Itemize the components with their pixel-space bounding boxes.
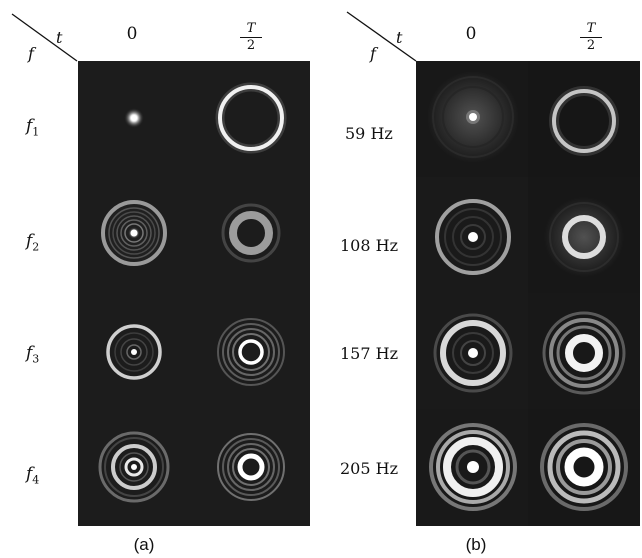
a-f4-thalf	[217, 433, 285, 501]
panel-a-row-label-f4: f4	[26, 464, 40, 487]
panel-a-row-label-f1: f1	[26, 116, 40, 139]
a-f3-thalf	[217, 318, 285, 386]
b-108hz-thalf	[544, 197, 624, 277]
b-59hz-t0	[427, 71, 519, 163]
b-205hz-t0	[429, 423, 517, 511]
panel-b-col-2: 2	[586, 38, 596, 53]
panel-a-rings	[98, 82, 287, 503]
panel-b-image-grid	[416, 61, 640, 526]
panel-a-axis-t: t	[56, 28, 63, 47]
panel-b-caption: (b)	[465, 535, 487, 554]
panel-a-col-half-period: T 2	[236, 22, 266, 53]
a-f2-thalf	[221, 203, 281, 263]
panel-a-axis-f: f	[28, 44, 34, 63]
panel-b-col-0: 0	[465, 24, 477, 44]
panel-b-row-label-59hz: 59 Hz	[345, 124, 393, 143]
panel-b-col-T: T	[586, 21, 596, 36]
a-f2-t0	[101, 200, 167, 266]
a-f3-t0	[106, 324, 162, 380]
panel-b-row-label-205hz: 205 Hz	[340, 459, 399, 478]
b-157hz-thalf	[542, 311, 626, 395]
panel-a-caption: (a)	[133, 535, 155, 554]
panel-b-rings	[416, 61, 640, 526]
panel-a-col-T: T	[246, 21, 256, 36]
a-f1-t0	[124, 108, 144, 128]
panel-b-row-label-157hz: 157 Hz	[340, 344, 399, 363]
b-205hz-thalf	[540, 423, 628, 511]
panel-a-row-label-f3: f3	[26, 343, 40, 366]
a-f1-thalf	[215, 82, 287, 154]
panel-a-row-label-f2: f2	[26, 231, 40, 254]
panel-b-axis-f: f	[370, 44, 376, 63]
panel-a-corner-diagonal	[11, 13, 78, 62]
panel-a-col-0: 0	[126, 24, 138, 44]
panel-b-row-label-108hz: 108 Hz	[340, 236, 399, 255]
a-f4-t0	[98, 431, 170, 503]
b-157hz-t0	[433, 313, 513, 393]
panel-a-col-2: 2	[246, 38, 256, 53]
panel-a-image-grid	[78, 61, 310, 526]
panel-b-axis-t: t	[396, 28, 403, 47]
panel-b-col-half-period: T 2	[576, 22, 606, 53]
b-59hz-thalf	[549, 86, 619, 156]
panel-b-corner-diagonal	[346, 11, 417, 62]
b-108hz-t0	[435, 199, 511, 275]
